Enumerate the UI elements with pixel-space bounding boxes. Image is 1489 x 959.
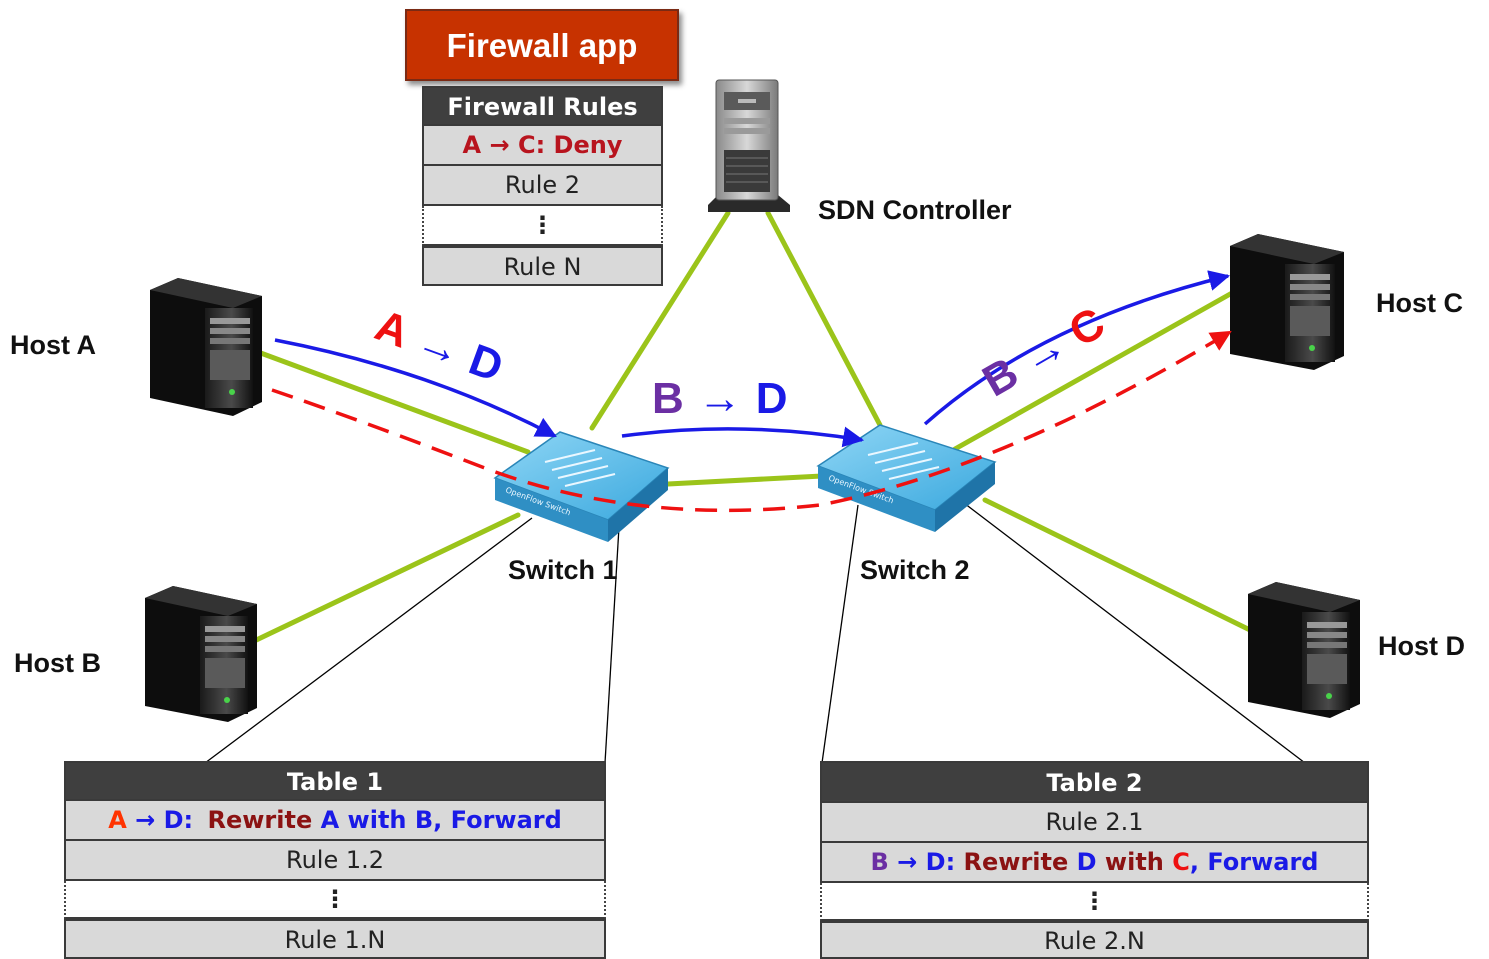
table2-rule2-forward: , Forward [1189,848,1319,876]
table1-rule1-a: A [108,806,127,834]
table2-rule-n: Rule 2.N [820,921,1369,959]
host-a-server-icon [150,278,262,416]
host-d-label: Host D [1378,631,1465,661]
sdn-controller-label: SDN Controller [818,195,1012,225]
switch2-label: Switch 2 [860,555,970,585]
link-controller-switch1 [589,210,731,431]
link-hosta-switch1 [255,349,531,455]
network-links [247,210,1253,646]
flow-arrow-b-to-c [923,270,1231,426]
firewall-rules-ellipsis: ⋮ [422,206,663,246]
table1: Table 1 A → D: Rewrite A with B, Forward… [64,761,606,959]
firewall-rules-header: Firewall Rules [422,86,663,126]
table2-rule2-c: C [1172,848,1190,876]
link-switch1-switch2 [665,473,825,487]
host-b-server-icon [145,586,257,722]
table2-rule2-d: D: [925,848,956,876]
firewall-rule-n: Rule N [422,246,663,286]
firewall-rule1-src: A [462,131,482,159]
host-b-label: Host B [14,648,101,678]
table1-rule1-b: B, [414,806,443,834]
callout-lines [204,499,1306,764]
table2-rule2-with: with [1104,848,1164,876]
table1-callout-left [204,517,533,764]
table1-rule-n: Rule 1.N [64,919,606,959]
link-controller-switch2 [765,210,883,428]
firewall-rule1-arrow: → [489,131,510,159]
table2-callout-left [821,504,859,764]
firewall-rule-a-to-c-deny: A → C: Deny [422,126,663,166]
table2-header: Table 2 [820,761,1369,803]
table2-rule2-arrow: → [897,848,918,876]
table1-rule1-with: with [347,806,407,834]
firewall-rule-2: Rule 2 [422,166,663,206]
switch1-device: OpenFlow Switch [493,431,670,542]
host-a-label: Host A [10,330,96,360]
flow-label-b-to-c: B→C [975,298,1113,406]
link-switch2-hostc [952,290,1235,452]
flow-arrows [271,270,1232,513]
host-c-server-icon [1230,234,1344,370]
host-d-server-icon [1248,582,1360,718]
flow-label-a-to-d: A→D [369,301,509,392]
table2-rule2-b: B [870,848,889,876]
table2-rule2-d2: D [1076,848,1097,876]
table2-callout-right [959,499,1306,764]
flow-label-b-to-d: B→D [652,374,788,423]
firewall-rule1-rest: C: Deny [517,131,623,159]
table1-rule-1: A → D: Rewrite A with B, Forward [64,801,606,841]
table1-rule-2: Rule 1.2 [64,841,606,881]
table2-rule-1: Rule 2.1 [820,803,1369,843]
firewall-rules-table: Firewall Rules A → C: Deny Rule 2 ⋮ Rule… [422,86,663,286]
dashed-red-path-a-to-c [271,330,1232,513]
table1-callout-right [604,509,621,764]
table1-rule1-forward: Forward [450,806,562,834]
flow-arrow-a-to-d [274,338,557,438]
link-hostb-switch1 [247,512,521,646]
table1-ellipsis: ⋮ [64,881,606,919]
firewall-app-box: Firewall app [405,9,679,81]
table1-rule1-a2: A [320,806,340,834]
table1-header: Table 1 [64,761,606,801]
sdn-controller-server-icon [708,79,790,212]
link-switch2-hostd [982,497,1253,633]
table1-rule1-rewrite: Rewrite [207,806,313,834]
flow-arrow-b-to-d [621,426,865,448]
table1-rule1-d: D: [163,806,194,834]
table2-rule-2: B → D: Rewrite D with C, Forward [820,843,1369,883]
table2-rule2-rewrite: Rewrite [963,848,1069,876]
switch1-label: Switch 1 [508,555,618,585]
table2: Table 2 Rule 2.1 B → D: Rewrite D with C… [820,761,1369,959]
table1-rule1-arrow: → [135,806,156,834]
host-c-label: Host C [1376,288,1463,318]
table2-ellipsis: ⋮ [820,883,1369,921]
